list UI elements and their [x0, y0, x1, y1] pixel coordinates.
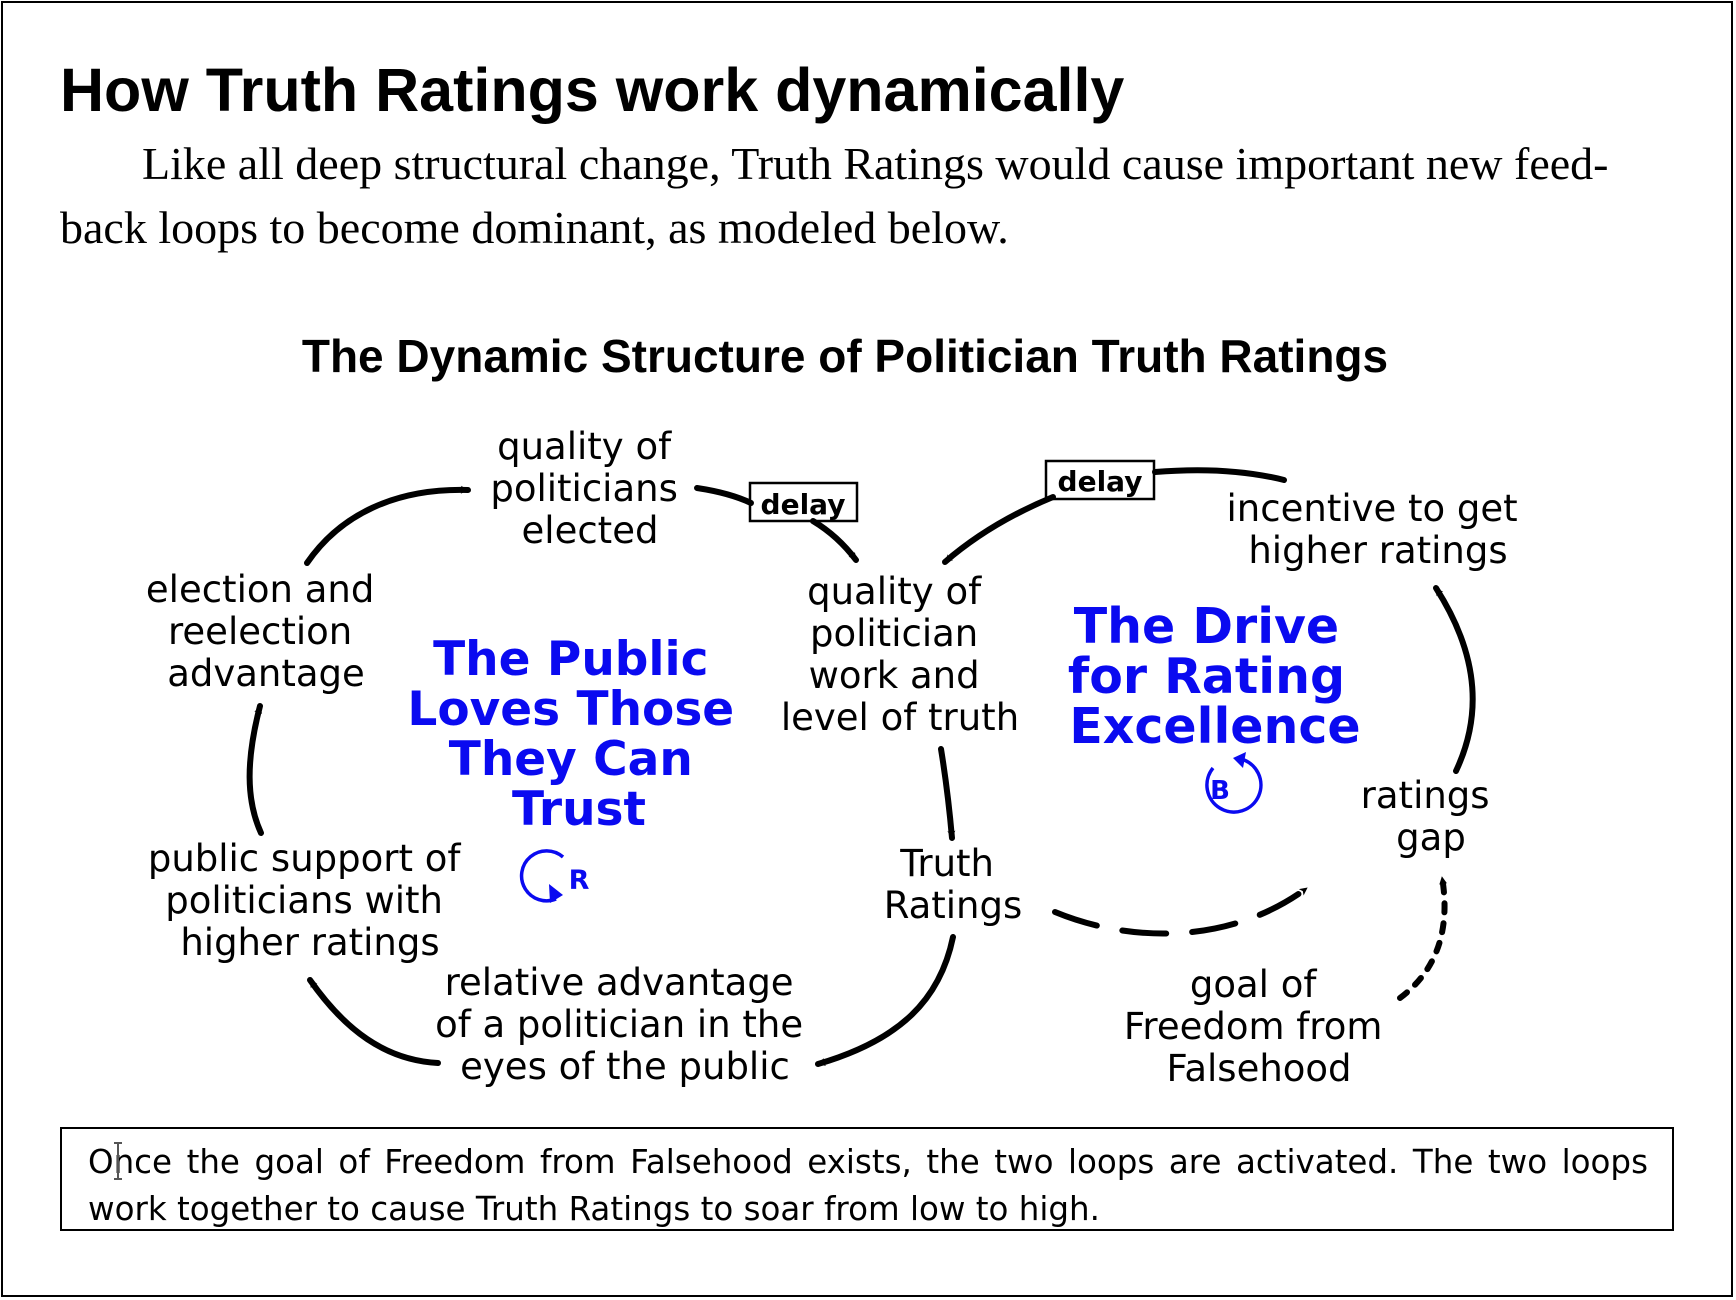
intro-paragraph: Like all deep structural change, Truth R…: [60, 132, 1675, 260]
loop-marker-arrowhead-icon: [1233, 752, 1246, 768]
loop-title-line: The Public: [433, 632, 708, 687]
loop-title-drive: The Drive for Rating Excellence: [1068, 598, 1362, 755]
delay-box-frame: [748, 481, 859, 523]
node-incentive-higher-ratings: incentive to get higher ratings: [1227, 487, 1530, 572]
intro-line-1: Like all deep structural change, Truth R…: [142, 138, 1609, 189]
intro-line-2: back loops to become dominant, as modele…: [60, 202, 1009, 253]
node-line: Falsehood: [1166, 1047, 1351, 1090]
node-line: higher ratings: [1248, 529, 1507, 572]
node-line: goal of: [1190, 963, 1317, 1006]
loop-title-line: Trust: [512, 782, 646, 837]
link-quality-work-to-truth-ratings: [938, 746, 956, 841]
node-line: politician: [810, 612, 978, 655]
node-line: eyes of the public: [460, 1045, 790, 1088]
link-ratings-gap-to-incentive: [1433, 585, 1476, 774]
link-election-to-quality-elected: [304, 485, 471, 566]
delay-label: delay: [1058, 465, 1143, 498]
delay-box-2: delay: [1044, 459, 1156, 501]
node-truth-ratings: Truth Ratings: [884, 842, 1023, 927]
loop-title-line: They Can: [449, 732, 693, 787]
node-line: incentive to get: [1227, 487, 1518, 530]
loop-title-line: Excellence: [1069, 698, 1360, 755]
node-line: politicians: [490, 467, 678, 510]
node-line: work and: [809, 654, 980, 697]
node-line: Truth: [899, 842, 994, 885]
loop-marker-arc: [519, 849, 565, 903]
node-line: gap: [1396, 816, 1466, 859]
node-public-support: public support of politicians with highe…: [148, 837, 472, 964]
link-public-support-to-election: [246, 703, 264, 836]
node-ratings-gap: ratings gap: [1361, 774, 1502, 859]
caption-box: Once the goal of Freedom from Falsehood …: [60, 1127, 1674, 1231]
loop-title-line: for Rating: [1068, 648, 1345, 705]
node-line: ratings: [1361, 774, 1490, 817]
diagram-title: The Dynamic Structure of Politician Trut…: [302, 330, 1388, 382]
loop-marker-arc: [1205, 757, 1263, 814]
link-goal-to-ratings-gap: [1397, 874, 1448, 1001]
text-cursor-icon: [114, 1142, 122, 1180]
loop-marker-label: R: [569, 865, 590, 896]
node-quality-politician-work: quality of politician work and level of …: [781, 570, 1019, 739]
link-delay-2-to-quality-work: [942, 494, 1056, 565]
node-line: of a politician in the: [435, 1003, 803, 1046]
node-line: public support of: [148, 837, 462, 880]
node-line: Freedom from: [1124, 1005, 1383, 1048]
loop-title-line: The Drive: [1074, 598, 1339, 655]
delay-label: delay: [761, 488, 846, 521]
node-relative-advantage: relative advantage of a politician in th…: [435, 961, 815, 1088]
link-incentive-to-delay-2: [1152, 467, 1287, 483]
link-relative-advantage-to-public-support: [307, 977, 441, 1066]
node-line: advantage: [167, 652, 365, 695]
node-line: quality of: [497, 425, 672, 468]
node-quality-politicians-elected: quality of politicians elected: [490, 425, 689, 552]
page-heading: How Truth Ratings work dynamically: [60, 56, 1125, 124]
caption-text: Once the goal of Freedom from Falsehood …: [88, 1143, 1648, 1228]
node-goal-freedom-from-falsehood: goal of Freedom from Falsehood: [1124, 963, 1394, 1090]
node-election-advantage: election and reelection advantage: [146, 568, 386, 695]
loop-marker-reinforcing: R: [519, 849, 590, 903]
node-line: politicians with: [165, 879, 443, 922]
node-line: reelection: [168, 610, 352, 653]
loop-title-public-loves: The Public Loves Those They Can Trust: [407, 632, 750, 837]
loop-marker-label: B: [1210, 776, 1230, 806]
node-line: higher ratings: [180, 921, 439, 964]
delay-box-frame: [1044, 459, 1156, 501]
node-line: quality of: [807, 570, 982, 613]
node-line: level of truth: [781, 696, 1019, 739]
delay-box-1: delay: [748, 481, 859, 523]
link-delay-1-to-quality-work: [810, 518, 859, 563]
loop-title-line: Loves Those: [407, 682, 734, 737]
link-quality-elected-to-delay-1: [694, 485, 754, 506]
loop-marker-balancing: B: [1205, 752, 1263, 814]
node-line: relative advantage: [445, 961, 794, 1004]
node-line: elected: [522, 509, 659, 552]
loop-marker-arrowhead-icon: [549, 884, 563, 903]
node-line: election and: [146, 568, 374, 611]
link-truth-ratings-to-relative-advantage: [815, 934, 956, 1067]
link-truth-ratings-to-ratings-gap: [1052, 885, 1310, 937]
node-line: Ratings: [884, 884, 1023, 927]
